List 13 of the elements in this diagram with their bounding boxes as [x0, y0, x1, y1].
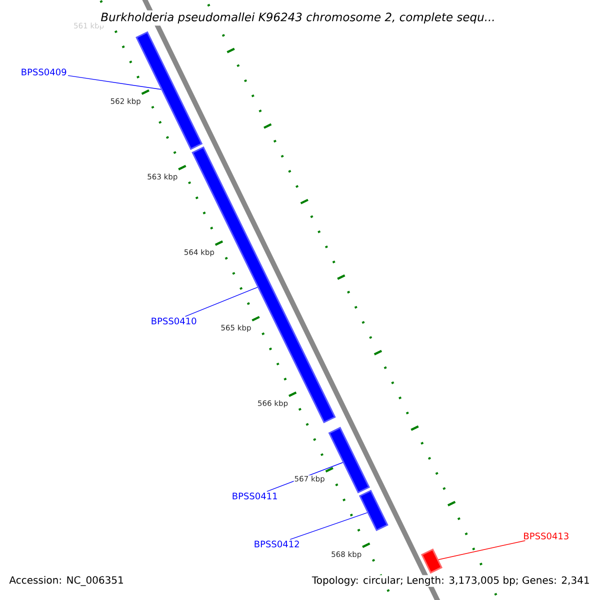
gene-label: BPSS0409	[22, 68, 66, 76]
gene-label: BPSS0413	[524, 532, 568, 540]
leader-line	[290, 512, 368, 540]
leader-line	[184, 286, 258, 317]
gene-label: BPSS0410	[152, 318, 196, 324]
summary-text: Topology: circular; Length: 3,173,005 bp; Genes: 2,341	[310, 575, 591, 587]
accession-text: Accession: NC_006351	[8, 575, 125, 587]
leader-line	[438, 540, 526, 560]
title: Burkholderia pseudomallei K96243 chromosome 2, complete sequ...	[98, 10, 498, 26]
leader-line	[68, 75, 162, 90]
gene-label: BPSS0412	[254, 540, 299, 548]
gene-label: BPSS0411	[232, 492, 277, 500]
gene-bar	[328, 426, 370, 494]
